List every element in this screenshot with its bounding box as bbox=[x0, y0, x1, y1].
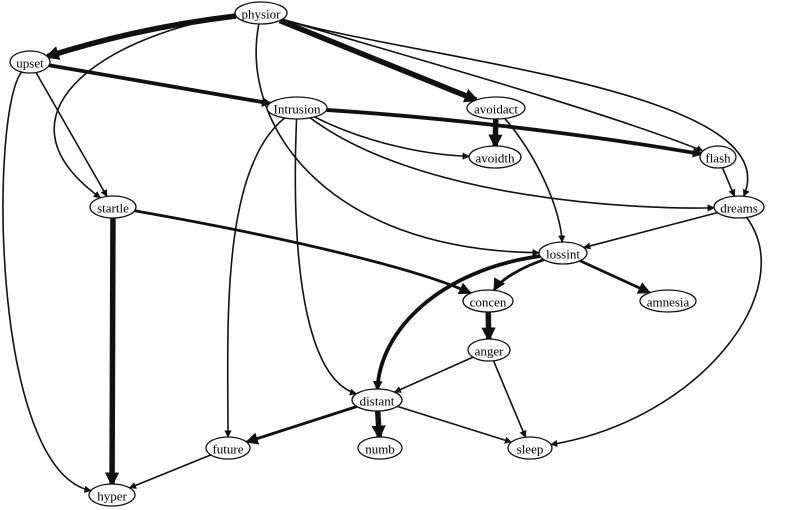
node-label: numb bbox=[365, 442, 395, 457]
node-label: Intrusion bbox=[274, 102, 321, 117]
node-amnesia: amnesia bbox=[639, 289, 697, 313]
node-ellipse bbox=[357, 436, 403, 460]
node-avoidact: avoidact bbox=[466, 96, 526, 120]
node-ellipse bbox=[462, 289, 514, 313]
node-label: startle bbox=[97, 201, 129, 216]
node-label: hyper bbox=[97, 489, 127, 504]
node-ellipse bbox=[234, 1, 288, 25]
node-ellipse bbox=[639, 289, 697, 313]
node-label: lossint bbox=[546, 247, 580, 262]
edge-avoidact-to-lossint bbox=[504, 117, 566, 243]
node-label: dreams bbox=[720, 201, 758, 216]
edge-intrusion-to-dreams bbox=[309, 117, 715, 212]
edge-anger-to-sleep bbox=[492, 360, 527, 438]
node-hyper: hyper bbox=[88, 483, 136, 507]
edge-upset-to-hyper bbox=[2, 71, 92, 493]
node-label: avoidth bbox=[476, 151, 515, 166]
edge-lossint-to-amnesia bbox=[579, 259, 651, 294]
edge-physior-to-lossint bbox=[255, 23, 540, 257]
edge-intrusion-to-future bbox=[224, 117, 286, 438]
node-startle: startle bbox=[89, 195, 137, 219]
node-label: concen bbox=[470, 295, 507, 310]
node-dreams: dreams bbox=[713, 195, 765, 219]
node-label: avoidact bbox=[474, 102, 518, 117]
edge-dreams-to-sleep bbox=[550, 216, 762, 448]
node-flash: flash bbox=[699, 145, 737, 169]
node-label: sleep bbox=[517, 442, 544, 457]
node-sleep: sleep bbox=[507, 436, 553, 460]
edge-intrusion-to-avoidth bbox=[314, 116, 470, 160]
node-ellipse bbox=[205, 436, 251, 460]
edge-lossint-to-distant bbox=[372, 254, 541, 391]
edge-physior-to-upset bbox=[44, 13, 237, 60]
node-intrusion: Intrusion bbox=[266, 96, 328, 120]
node-label: upset bbox=[16, 56, 44, 71]
node-ellipse bbox=[9, 50, 51, 74]
node-ellipse bbox=[88, 483, 136, 507]
node-ellipse bbox=[538, 241, 588, 265]
node-ellipse bbox=[713, 195, 765, 219]
node-label: distant bbox=[360, 394, 395, 409]
edge-intrusion-to-distant bbox=[294, 118, 358, 396]
node-ellipse bbox=[468, 145, 522, 169]
node-anger: anger bbox=[467, 338, 511, 362]
edge-concen-to-anger bbox=[481, 311, 496, 342]
node-future: future bbox=[205, 436, 251, 460]
edge-distant-to-numb bbox=[371, 410, 386, 440]
node-ellipse bbox=[466, 96, 526, 120]
edge-flash-to-dreams bbox=[721, 167, 736, 197]
edge-physior-to-startle bbox=[53, 15, 237, 199]
node-physior: physior bbox=[234, 1, 288, 25]
edge-distant-to-future bbox=[245, 405, 358, 445]
node-numb: numb bbox=[357, 436, 403, 460]
node-ellipse bbox=[507, 436, 553, 460]
edge-startle-to-concen bbox=[134, 209, 472, 295]
node-ellipse bbox=[351, 388, 403, 412]
edge-distant-to-sleep bbox=[397, 405, 513, 444]
edge-startle-to-hyper bbox=[104, 217, 120, 487]
node-concen: concen bbox=[462, 289, 514, 313]
node-avoidth: avoidth bbox=[468, 145, 522, 169]
edge-physior-to-avoidact bbox=[278, 18, 479, 103]
node-distant: distant bbox=[351, 388, 403, 412]
node-label: flash bbox=[705, 151, 731, 166]
edge-upset-to-intrusion bbox=[48, 63, 272, 107]
node-upset: upset bbox=[9, 50, 51, 74]
node-ellipse bbox=[699, 145, 737, 169]
node-ellipse bbox=[89, 195, 137, 219]
edge-upset-to-startle bbox=[35, 72, 108, 198]
edge-anger-to-distant bbox=[393, 356, 474, 393]
edge-avoidact-to-avoidth bbox=[488, 118, 503, 149]
node-label: future bbox=[212, 442, 243, 457]
edge-lossint-to-concen bbox=[492, 258, 545, 292]
edge-future-to-hyper bbox=[128, 454, 212, 489]
node-label: amnesia bbox=[647, 295, 690, 310]
edge-physior-to-dreams bbox=[282, 18, 750, 197]
node-lossint: lossint bbox=[538, 241, 588, 265]
node-ellipse bbox=[467, 338, 511, 362]
node-ellipse bbox=[266, 96, 328, 120]
edge-dreams-to-lossint bbox=[583, 211, 718, 250]
edge-intrusion-to-flash bbox=[326, 108, 703, 158]
node-label: physior bbox=[242, 7, 282, 22]
edge-physior-to-flash bbox=[282, 18, 704, 152]
node-label: anger bbox=[475, 344, 505, 359]
